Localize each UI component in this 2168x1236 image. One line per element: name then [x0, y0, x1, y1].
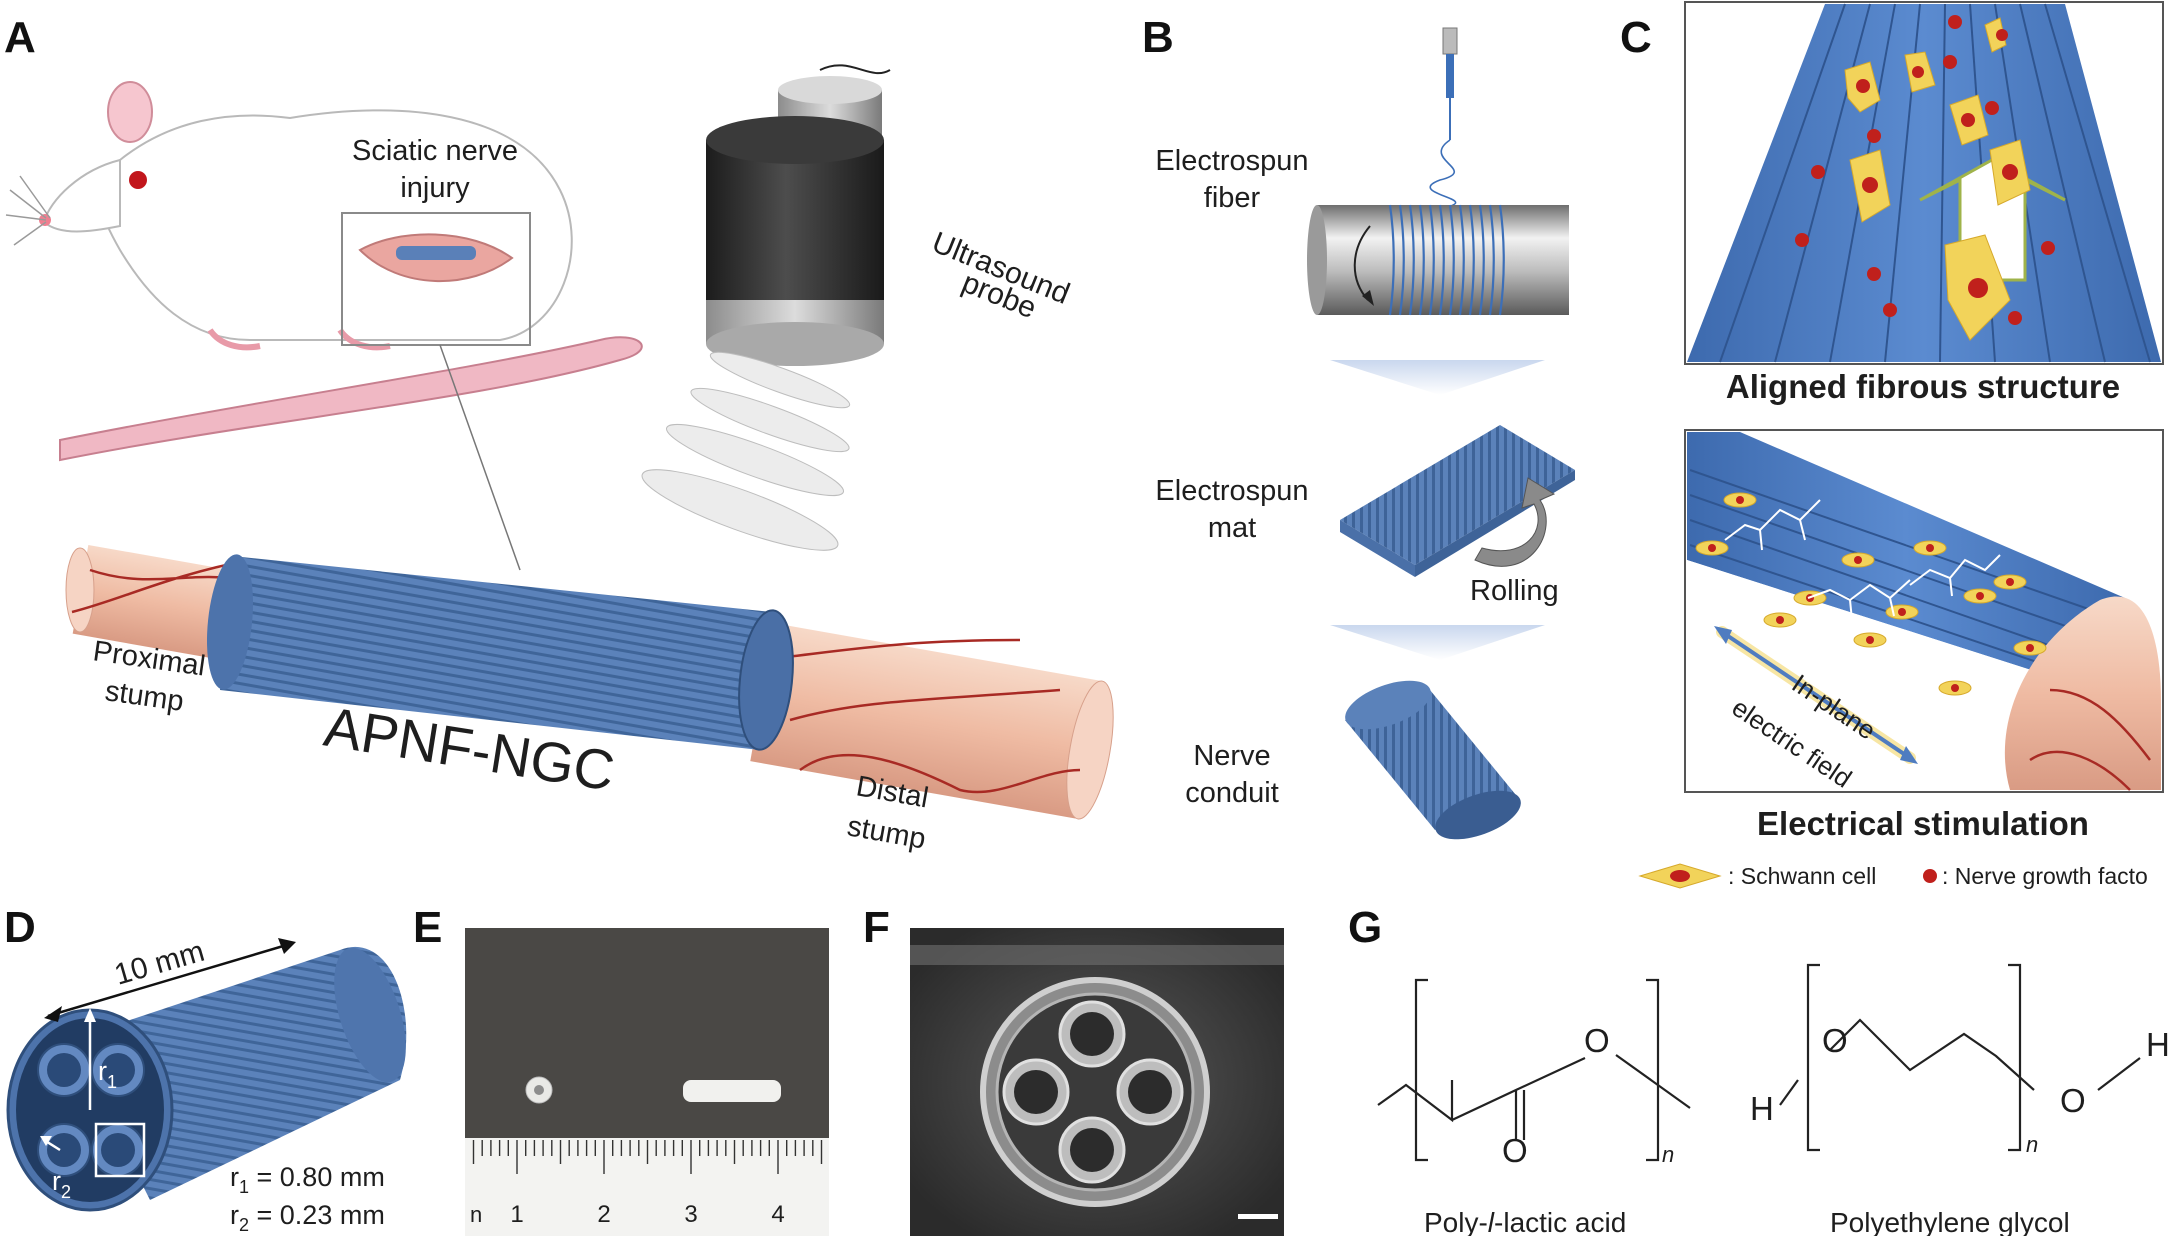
panel-label-b: B	[1142, 13, 1174, 62]
panel-c: C	[1620, 1, 2164, 889]
ruler-number-4: 4	[771, 1201, 784, 1228]
panel-label-d: D	[4, 903, 36, 952]
panel-label-g: G	[1348, 903, 1382, 952]
legend-schwann-label: : Schwann cell	[1728, 863, 1876, 889]
pla-structure	[1377, 978, 1691, 1162]
r1-value: r1 = 0.80 mm	[230, 1162, 385, 1197]
r2-marker: r2	[52, 1166, 71, 1202]
ruler-number-3: 3	[684, 1201, 697, 1228]
panel-label-c: C	[1620, 13, 1652, 62]
pla-subscript: n	[1662, 1142, 1674, 1167]
peg-oxygen-terminal: O	[2060, 1082, 2086, 1119]
fiber-label-1: Electrospun	[1155, 145, 1308, 177]
pla-oxygen-carbonyl: O	[1502, 1132, 1528, 1169]
r1-marker: r1	[98, 1056, 117, 1092]
sem-conduit-cross-section	[980, 977, 1210, 1207]
conduit-side-view	[683, 1080, 781, 1102]
injury-box	[341, 212, 531, 346]
pla-name: Poly-l-lactic acid	[1424, 1207, 1626, 1236]
peg-name: Polyethylene glycol	[1830, 1207, 2070, 1236]
panel-label-f: F	[863, 903, 890, 952]
panel-a: A Sciatic nerve injury	[4, 13, 1114, 856]
scale-bar	[1238, 1214, 1278, 1219]
stimulation-caption: Electrical stimulation	[1757, 805, 2089, 842]
fiber-label-2: fiber	[1204, 182, 1261, 214]
panel-label-a: A	[4, 13, 36, 62]
panel-f: F	[863, 903, 1284, 1236]
legend: : Schwann cell : Nerve growth facto	[1638, 863, 2148, 889]
mat-label-1: Electrospun	[1155, 475, 1308, 507]
injury-label-1: Sciatic nerve	[352, 135, 518, 167]
electrospinning-illustration	[1307, 27, 1575, 840]
conduit-label-1: Nerve	[1193, 740, 1270, 772]
panel-d: D 10 mm r1 r2 r1 = 0.80 mm	[4, 903, 407, 1235]
ruler-number-1: 1	[510, 1201, 523, 1228]
peg-structure	[1779, 963, 2141, 1152]
distal-label-2: stump	[845, 810, 928, 855]
ruler-number-2: 2	[597, 1201, 610, 1228]
aligned-caption: Aligned fibrous structure	[1726, 368, 2120, 405]
peg-hydrogen-right: H	[2146, 1026, 2168, 1063]
ruler-ticks	[472, 1140, 823, 1174]
peg-subscript: n	[2026, 1132, 2038, 1157]
panel-label-e: E	[413, 903, 442, 952]
stimulation-illustration	[1687, 432, 2161, 791]
mat-label-2: mat	[1208, 512, 1256, 544]
panel-g: G O O n Poly-l-lactic acid H O O H n Pol…	[1348, 903, 2168, 1236]
rat-illustration	[5, 81, 643, 571]
injury-label-2: injury	[400, 172, 470, 204]
nerve-growth-factor-icon	[1923, 869, 1937, 883]
pla-oxygen-ester: O	[1584, 1022, 1610, 1059]
legend-ngf-label: : Nerve growth facto	[1942, 863, 2148, 889]
r2-value: r2 = 0.23 mm	[230, 1200, 385, 1235]
ultrasound-waves	[641, 351, 851, 551]
ultrasound-probe	[706, 64, 891, 366]
conduit-label-2: conduit	[1185, 777, 1279, 809]
panel-e: E n 1 2 3 4	[413, 903, 829, 1236]
rolling-label: Rolling	[1470, 575, 1559, 607]
peg-hydrogen-left: H	[1750, 1090, 1774, 1127]
proximal-label-2: stump	[103, 675, 186, 718]
ruler-unit: n	[470, 1202, 482, 1227]
conduit-cross-section	[6, 938, 407, 1212]
panel-b: B	[1142, 13, 1575, 840]
aligned-scaffold-illustration	[1687, 3, 2161, 363]
peg-oxygen-inner: O	[1822, 1022, 1848, 1059]
nerve-conduit-illustration	[65, 544, 1114, 820]
